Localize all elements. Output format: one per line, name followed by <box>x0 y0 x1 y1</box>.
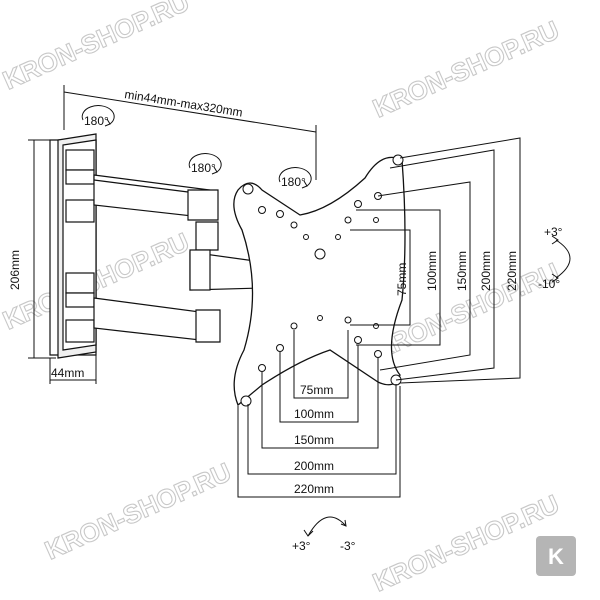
lower-arm <box>93 297 221 343</box>
wall-height-dimension <box>28 139 56 359</box>
watermark-top-right: KRON-SHOP.RU <box>368 15 563 124</box>
swivel-label-3: 180° <box>281 175 306 189</box>
swivel-indicator-3: 180° <box>278 167 312 189</box>
vesa-horizontal-dimensions <box>237 330 401 498</box>
tilt-up-label: +3° <box>544 225 563 239</box>
wall-depth-dimension <box>49 355 97 384</box>
wall-height-label: 206mm <box>8 250 22 290</box>
vesa-vertical-dimensions <box>350 137 521 384</box>
arm-reach-dimension <box>63 85 317 180</box>
tilt-indicator <box>551 235 571 283</box>
wall-depth-label: 44mm <box>51 366 84 380</box>
middle-arm <box>189 221 263 291</box>
vesa-horizontal-75: 75mm <box>300 383 333 397</box>
vesa-vertical-220: 220mm <box>505 251 519 291</box>
watermark-bottom-left: KRON-SHOP.RU <box>40 457 235 566</box>
arm-reach-label: min44mm-max320mm <box>124 87 244 119</box>
watermark-top-left: KRON-SHOP.RU <box>0 0 193 95</box>
rotate-left-label: +3° <box>292 539 311 553</box>
vesa-vertical-150: 150mm <box>455 251 469 291</box>
vesa-vertical-200: 200mm <box>479 251 493 291</box>
vesa-vertical-75: 75mm <box>395 263 409 296</box>
vesa-vertical-100: 100mm <box>425 251 439 291</box>
vesa-horizontal-220: 220mm <box>294 482 334 496</box>
swivel-label-2: 180° <box>191 161 216 175</box>
swivel-indicator-1: 180° <box>81 105 115 128</box>
tilt-down-label: -10° <box>538 277 560 291</box>
swivel-label-1: 180° <box>84 114 109 128</box>
vesa-horizontal-200: 200mm <box>294 459 334 473</box>
watermark-bottom-right: KRON-SHOP.RU <box>368 489 563 598</box>
rotation-indicator <box>303 516 347 537</box>
upper-arm <box>93 174 219 221</box>
swivel-indicator-2: 180° <box>188 153 222 175</box>
wall-plate <box>49 133 97 359</box>
rotate-right-label: -3° <box>340 539 356 553</box>
vesa-horizontal-100: 100mm <box>294 407 334 421</box>
vesa-horizontal-150: 150mm <box>294 433 334 447</box>
brand-badge: K <box>536 536 576 576</box>
brand-badge-letter: K <box>548 544 564 569</box>
